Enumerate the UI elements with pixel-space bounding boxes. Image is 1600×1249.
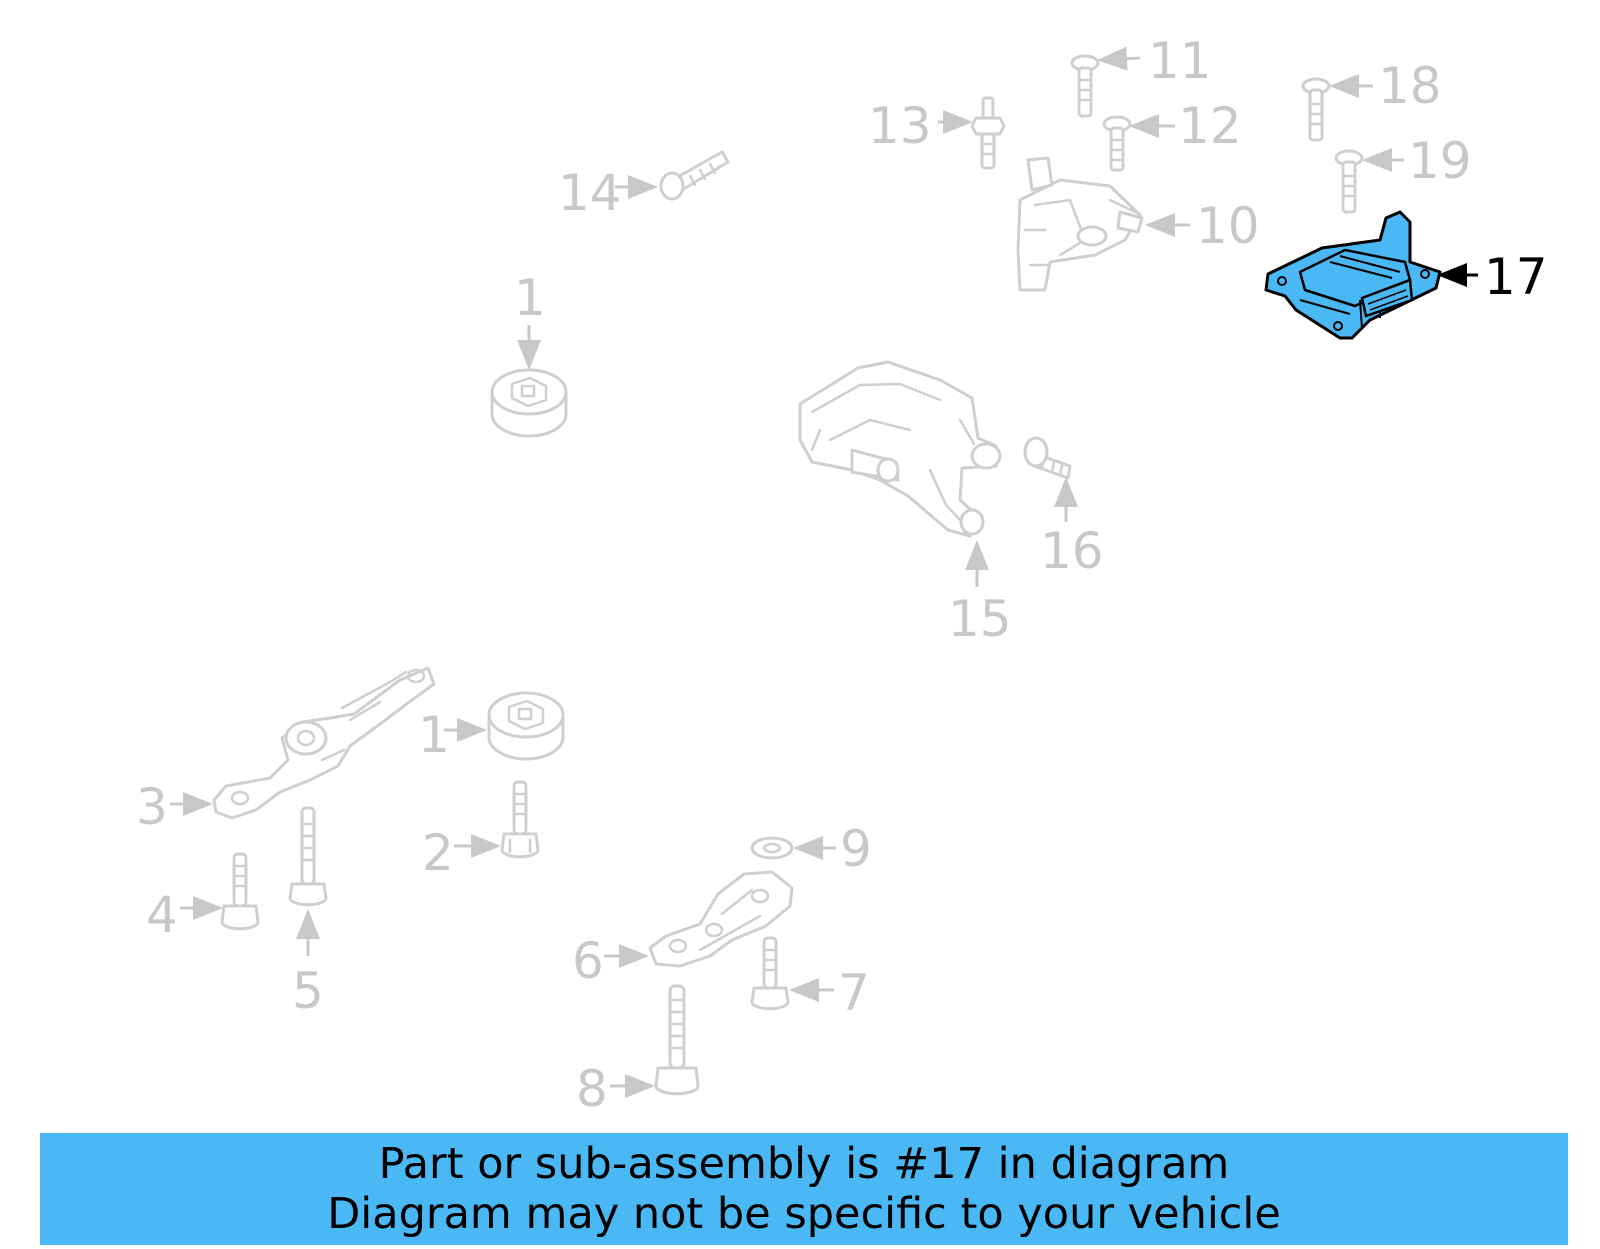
callout-3: 3 [136,778,168,836]
bolt-2[interactable] [500,780,540,859]
callout-4: 4 [146,886,178,944]
callout-19: 19 [1408,132,1472,190]
callout-11: 11 [1148,32,1212,90]
callout-13: 13 [868,97,932,155]
bolt-7[interactable] [750,936,790,1011]
bolt-4[interactable] [220,852,260,931]
washer-9[interactable] [750,836,794,860]
stud-13[interactable] [970,96,1006,170]
callout-1b: 1 [418,706,450,764]
callout-2: 2 [422,824,454,882]
parts-diagram: 11 12 13 14 10 18 [136,32,1548,1118]
callout-18: 18 [1378,57,1442,115]
callout-17: 17 [1484,248,1548,306]
callout-1a: 1 [514,269,546,327]
callout-14: 14 [558,164,622,222]
arrow-11 [1097,46,1141,71]
callout-6: 6 [572,932,604,990]
bolt-19[interactable] [1334,149,1364,214]
torque-rod-3[interactable] [212,666,436,820]
callout-12: 12 [1178,97,1242,155]
callout-5: 5 [292,962,324,1020]
banner-line-2: Diagram may not be specific to your vehi… [327,1189,1281,1239]
banner-line-1: Part or sub-assembly is #17 in diagram [378,1139,1230,1189]
engine-mount-10[interactable] [1016,156,1144,292]
transmission-mount-15[interactable] [798,360,1002,538]
callout-10: 10 [1196,197,1260,255]
mount-bracket-6[interactable] [648,870,794,968]
bolt-16[interactable] [1023,436,1072,480]
info-banner: Part or sub-assembly is #17 in diagram D… [40,1133,1568,1245]
bolt-12[interactable] [1102,115,1132,172]
bushing-1-lower[interactable] [487,691,565,761]
mount-bracket-17[interactable] [1264,210,1442,340]
callout-8: 8 [576,1060,608,1118]
bolt-8[interactable] [654,984,700,1096]
bolt-18[interactable] [1301,77,1331,142]
callout-15: 15 [948,590,1012,648]
bushing-1-top[interactable] [490,368,568,438]
bolt-5[interactable] [288,806,328,907]
callout-7: 7 [838,964,870,1022]
bolt-14[interactable] [659,150,730,201]
bolt-11[interactable] [1070,54,1100,118]
callout-16: 16 [1040,522,1104,580]
callout-9: 9 [840,820,872,878]
